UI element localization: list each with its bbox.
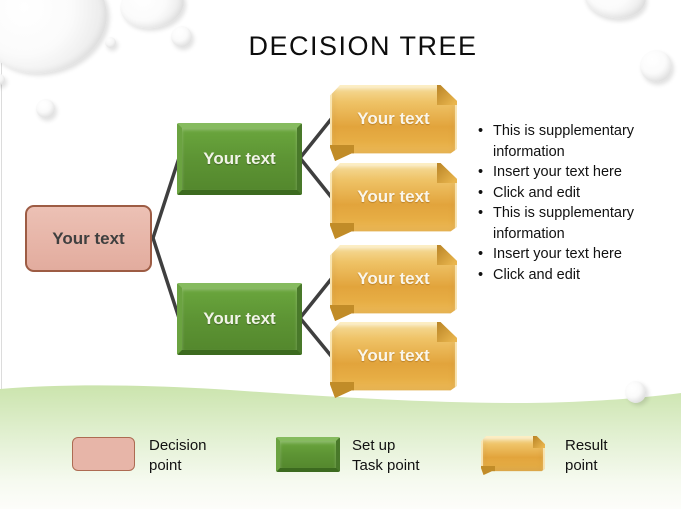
legend-swatch-result	[481, 436, 545, 475]
result-box-1[interactable]: Your text	[330, 85, 457, 161]
legend-label-decision: Decision point	[149, 436, 207, 476]
legend-swatch-task	[276, 437, 340, 472]
result-box-2[interactable]: Your text	[330, 163, 457, 239]
bottom-wave-decoration	[0, 385, 681, 509]
bubble-right-small	[640, 50, 672, 82]
bubble-tiny	[105, 37, 116, 48]
result-box-1-label: Your text	[357, 109, 430, 128]
result-box-2-label: Your text	[357, 187, 430, 206]
slide-left-edge	[1, 0, 2, 509]
legend-label-line: point	[565, 457, 598, 474]
result-box-4-label: Your text	[357, 346, 430, 365]
legend-label-task: Set up Task point	[352, 436, 420, 476]
supplementary-notes-list[interactable]: This is supplementary information Insert…	[476, 121, 678, 285]
note-item: Insert your text here	[476, 244, 678, 265]
legend-label-line: Result	[565, 437, 608, 454]
task-box-1[interactable]: Your text	[177, 123, 302, 195]
bubble-small-2	[36, 99, 55, 118]
note-item: Click and edit	[476, 265, 678, 286]
legend-label-line: Task point	[352, 457, 420, 474]
note-item: This is supplementary information	[476, 121, 678, 162]
note-item: Insert your text here	[476, 162, 678, 183]
decision-root-label: Your text	[52, 228, 125, 248]
legend-label-result: Result point	[565, 436, 608, 476]
note-item: Click and edit	[476, 183, 678, 204]
result-box-4[interactable]: Your text	[330, 322, 457, 398]
decision-root-box[interactable]: Your text	[25, 205, 152, 272]
legend-label-line: Decision	[149, 437, 207, 454]
task-box-2[interactable]: Your text	[177, 283, 302, 355]
bubble-small-1	[171, 26, 192, 47]
slide-title: DECISION TREE	[248, 31, 478, 61]
result-box-3[interactable]: Your text	[330, 245, 457, 321]
legend-label-line: Set up	[352, 437, 396, 454]
task-box-1-label: Your text	[203, 149, 276, 168]
result-box-3-label: Your text	[357, 269, 430, 288]
bubble-left-edge	[0, 74, 5, 85]
task-box-2-label: Your text	[203, 309, 276, 328]
legend-swatch-decision	[72, 437, 135, 471]
note-item: This is supplementary information	[476, 203, 678, 244]
legend-label-line: point	[149, 457, 182, 474]
